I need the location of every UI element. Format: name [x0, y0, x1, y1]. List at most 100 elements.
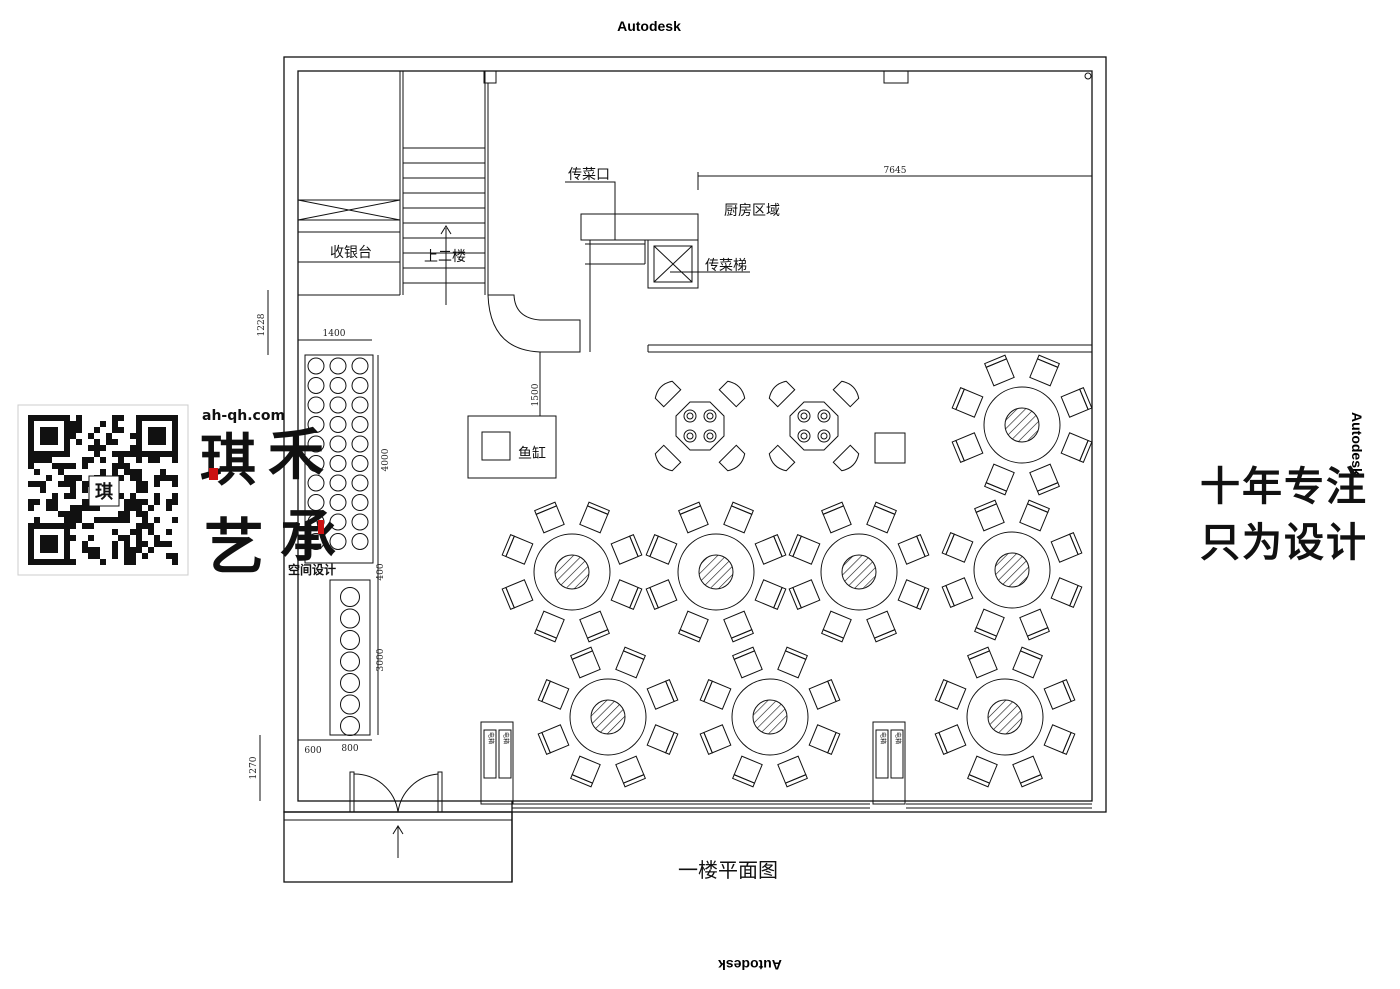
chair — [866, 501, 897, 534]
shelf-item — [329, 474, 347, 492]
shelf-item — [340, 587, 360, 607]
chair — [967, 646, 998, 679]
chair — [1043, 724, 1076, 755]
power-box-right: 电箱 电箱 — [872, 721, 906, 805]
shelf-item — [307, 396, 325, 414]
chair — [678, 501, 709, 534]
chair — [723, 501, 754, 534]
pillar — [874, 432, 906, 464]
chair — [754, 579, 787, 610]
fish-tank: 鱼缸 1500 — [467, 352, 557, 479]
chair — [1012, 646, 1043, 679]
shelf-item — [329, 377, 347, 394]
shelf-item — [329, 513, 347, 531]
display-shelves: 1400 4000 400 3000 600 800 1228 1270 — [249, 290, 391, 801]
pass-window-label: 传菜口 — [568, 167, 610, 183]
kitchen-area: 传菜口 厨房区域 传菜梯 7645 — [487, 83, 1092, 353]
shelf-item — [329, 533, 347, 550]
chair — [768, 380, 796, 408]
chair — [579, 501, 610, 534]
chair — [1029, 463, 1060, 496]
shelf-item — [351, 474, 369, 492]
chair — [821, 610, 852, 643]
shelf-item — [307, 435, 325, 453]
chair — [1050, 532, 1083, 563]
round-table — [699, 646, 841, 788]
chair — [718, 444, 746, 472]
cashier-area: 收银台 — [297, 71, 404, 296]
chair — [645, 534, 678, 565]
chair — [570, 646, 601, 679]
shelf-item — [307, 377, 325, 394]
chair — [777, 646, 808, 679]
plan-title: 一楼平面图 — [678, 858, 778, 882]
chair — [537, 679, 570, 710]
chair — [534, 610, 565, 643]
chair — [1012, 755, 1043, 788]
brand-site: ah-qh.com — [202, 408, 285, 424]
chair — [1029, 354, 1060, 387]
shelf-item — [307, 474, 325, 492]
brand-char-3: 艺 — [204, 513, 264, 583]
dim-display-lower: 3000 — [376, 648, 386, 671]
power-box-label-4: 电箱 — [894, 732, 902, 744]
chair — [610, 579, 643, 610]
dim-display-gap: 400 — [376, 563, 386, 580]
chair — [974, 499, 1005, 532]
chair — [897, 534, 930, 565]
slogan-line-2: 只为设计 — [1200, 520, 1368, 566]
chair — [646, 679, 679, 710]
chair — [732, 646, 763, 679]
shelf-item — [340, 694, 360, 715]
chair — [718, 380, 746, 408]
dumbwaiter-label: 传菜梯 — [705, 258, 747, 274]
chair — [570, 755, 601, 788]
shelf-item — [340, 651, 360, 672]
chair — [832, 380, 860, 408]
chair — [699, 724, 732, 755]
chair — [821, 501, 852, 534]
brand-char-1: 琪 — [200, 429, 256, 494]
shelf-item — [340, 716, 360, 736]
chair — [897, 579, 930, 610]
shelf-item — [329, 416, 347, 433]
chair — [501, 579, 534, 610]
shelf-item — [329, 435, 347, 453]
chair — [534, 501, 565, 534]
brand-char-4: 承 — [280, 505, 336, 570]
shelf-item — [329, 455, 347, 472]
chair — [537, 724, 570, 755]
chair — [1050, 577, 1083, 608]
shelf-item — [307, 357, 325, 375]
chair — [951, 387, 984, 418]
chair — [941, 532, 974, 563]
cashier-label: 收银台 — [330, 245, 372, 261]
stairs-up-label: 上二楼 — [424, 249, 466, 265]
chair — [615, 646, 646, 679]
shelf-item — [307, 455, 325, 472]
power-box-label-1: 电箱 — [487, 732, 495, 744]
chair — [615, 755, 646, 788]
shelf-item — [351, 435, 369, 453]
power-box-label-3: 电箱 — [879, 732, 887, 744]
round-table — [501, 501, 643, 643]
power-box-label-2: 电箱 — [502, 732, 510, 744]
dim-display-depth: 800 — [341, 744, 358, 754]
shelf-item — [351, 513, 369, 531]
shelf-item — [340, 630, 360, 650]
round-table — [537, 646, 679, 788]
dim-entry-gap: 600 — [304, 746, 321, 756]
shelf-item — [307, 533, 325, 550]
chair — [646, 724, 679, 755]
brand-subtitle: 空间设计 — [288, 562, 336, 577]
qr-badge: 琪 — [95, 481, 113, 503]
shelf-item — [351, 377, 369, 394]
shelf-item — [329, 357, 347, 375]
chair — [777, 755, 808, 788]
shelf-item — [307, 494, 325, 511]
fish-tank-label: 鱼缸 — [518, 445, 546, 462]
round-table — [934, 646, 1076, 788]
chair — [808, 724, 841, 755]
square-table — [654, 380, 746, 472]
